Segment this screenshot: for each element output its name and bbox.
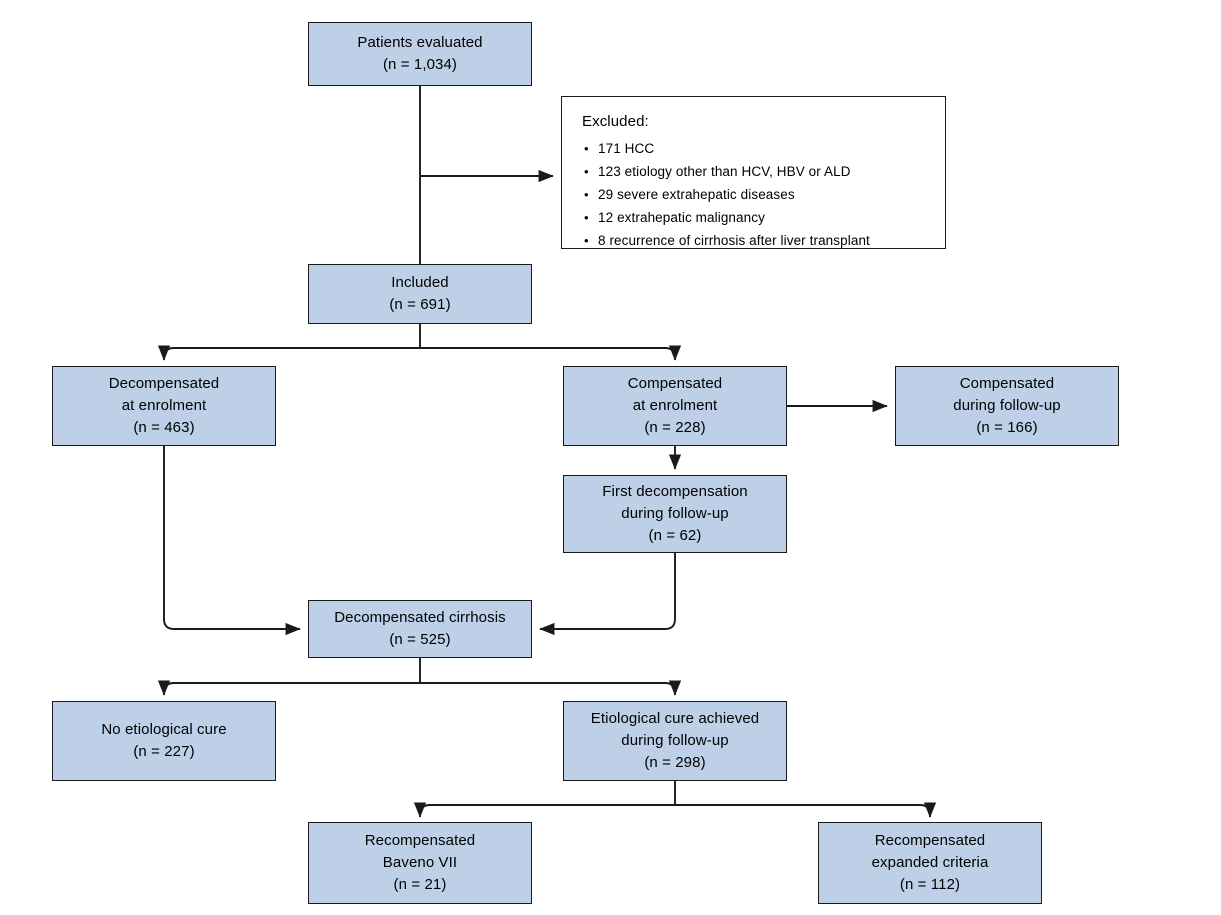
node-etiological-cure-achieved[interactable]: Etiological cure achieved during follow-…	[563, 701, 787, 781]
node-no-etiological-cure[interactable]: No etiological cure (n = 227)	[52, 701, 276, 781]
node-patients-evaluated-count: (n = 1,034)	[382, 56, 458, 73]
node-compensated-during-follow-up-label-1: Compensated	[959, 375, 1055, 392]
node-no-etiological-cure-count: (n = 227)	[133, 743, 195, 760]
node-included-label: Included	[391, 274, 449, 291]
node-compensated-at-enrolment[interactable]: Compensated at enrolment (n = 228)	[563, 366, 787, 446]
node-decompensated-cirrhosis[interactable]: Decompensated cirrhosis (n = 525)	[308, 600, 532, 658]
edge-cure-to-recompensated-baveno	[419, 804, 675, 816]
node-compensated-during-follow-up-label-2: during follow-up	[953, 397, 1061, 414]
node-excluded[interactable]: Excluded: 171 HCC 123 etiology other tha…	[561, 96, 946, 252]
edge-first-decompensation-to-cirrhosis	[539, 553, 676, 636]
node-etiological-cure-achieved-label-1: Etiological cure achieved	[590, 710, 760, 727]
node-compensated-at-enrolment-count: (n = 228)	[644, 419, 706, 436]
node-decompensated-cirrhosis-count: (n = 525)	[389, 631, 451, 648]
node-recompensated-expanded-label-1: Recompensated	[874, 832, 986, 849]
node-etiological-cure-achieved-count: (n = 298)	[644, 754, 706, 771]
node-included-count: (n = 691)	[389, 296, 451, 313]
node-compensated-at-enrolment-label-1: Compensated	[627, 375, 723, 392]
node-compensated-at-enrolment-label-2: at enrolment	[632, 397, 718, 414]
node-etiological-cure-achieved-label-2: during follow-up	[621, 732, 729, 749]
node-excluded-title: Excluded:	[582, 113, 649, 130]
edge-included-to-compensated-enrolment	[420, 347, 676, 359]
node-recompensated-expanded[interactable]: Recompensated expanded criteria (n = 112…	[818, 822, 1042, 904]
list-item: 8 recurrence of cirrhosis after liver tr…	[582, 229, 870, 252]
node-recompensated-baveno-label-1: Recompensated	[364, 832, 476, 849]
node-first-decompensation-label-1: First decompensation	[602, 483, 748, 500]
edge-decompensated-enrolment-to-cirrhosis	[163, 446, 301, 636]
node-recompensated-expanded-count: (n = 112)	[899, 876, 961, 893]
list-item: 171 HCC	[582, 137, 870, 160]
node-compensated-during-follow-up-count: (n = 166)	[976, 419, 1038, 436]
list-item: 29 severe extrahepatic diseases	[582, 183, 870, 206]
node-first-decompensation[interactable]: First decompensation during follow-up (n…	[563, 475, 787, 553]
node-excluded-list: 171 HCC 123 etiology other than HCV, HBV…	[582, 137, 870, 252]
node-decompensated-at-enrolment-label-2: at enrolment	[121, 397, 207, 414]
node-first-decompensation-label-2: during follow-up	[621, 505, 729, 522]
list-item: 12 extrahepatic malignancy	[582, 206, 870, 229]
node-recompensated-baveno[interactable]: Recompensated Baveno VII (n = 21)	[308, 822, 532, 904]
edge-cure-to-recompensated-expanded	[675, 804, 931, 816]
node-recompensated-baveno-count: (n = 21)	[393, 876, 447, 893]
node-first-decompensation-count: (n = 62)	[648, 527, 702, 544]
node-decompensated-at-enrolment-label-1: Decompensated	[108, 375, 220, 392]
list-item: 123 etiology other than HCV, HBV or ALD	[582, 160, 870, 183]
node-included[interactable]: Included (n = 691)	[308, 264, 532, 324]
edge-cirrhosis-to-cure-achieved	[420, 682, 676, 694]
node-patients-evaluated[interactable]: Patients evaluated (n = 1,034)	[308, 22, 532, 86]
node-decompensated-at-enrolment[interactable]: Decompensated at enrolment (n = 463)	[52, 366, 276, 446]
edge-included-to-decompensated-enrolment	[163, 347, 420, 359]
node-decompensated-at-enrolment-count: (n = 463)	[133, 419, 195, 436]
node-patients-evaluated-label: Patients evaluated	[357, 34, 483, 51]
node-no-etiological-cure-label: No etiological cure	[101, 721, 227, 738]
node-recompensated-expanded-label-2: expanded criteria	[871, 854, 989, 871]
node-compensated-during-follow-up[interactable]: Compensated during follow-up (n = 166)	[895, 366, 1119, 446]
node-recompensated-baveno-label-2: Baveno VII	[382, 854, 458, 871]
edge-cirrhosis-to-no-cure	[163, 682, 420, 694]
node-decompensated-cirrhosis-label: Decompensated cirrhosis	[334, 609, 506, 626]
